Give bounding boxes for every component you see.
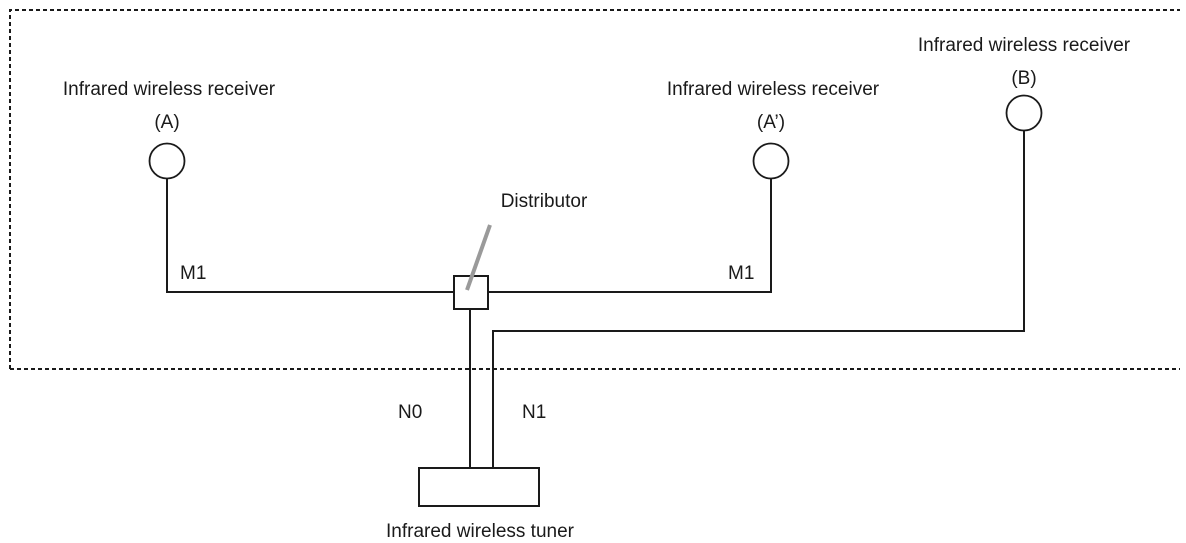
receiver-b-icon — [1005, 94, 1043, 132]
cable-m1-left — [166, 179, 454, 293]
cable-m1-right-label: M1 — [728, 263, 754, 284]
tuner-box — [418, 467, 540, 507]
receiver-a-prime-icon — [752, 142, 790, 180]
cable-n0-label: N0 — [398, 402, 422, 423]
receiver-b-title: Infrared wireless receiver — [918, 35, 1131, 56]
cable-n1-label: N1 — [522, 402, 546, 423]
receiver-a-prime-tag: (A’) — [757, 112, 785, 133]
cable-n1 — [492, 131, 1025, 468]
cable-m1-right — [488, 179, 772, 293]
receiver-a-title: Infrared wireless receiver — [63, 79, 276, 100]
room-boundary — [9, 9, 1180, 370]
receiver-a-icon — [148, 142, 186, 180]
tuner-label: Infrared wireless tuner — [386, 521, 575, 542]
distributor-label: Distributor — [501, 191, 588, 212]
receiver-a-tag: (A) — [154, 112, 179, 133]
cable-m1-left-label: M1 — [180, 263, 206, 284]
receiver-b-tag: (B) — [1011, 68, 1036, 89]
receiver-a-prime-title: Infrared wireless receiver — [667, 79, 880, 100]
distributor-pointer — [465, 224, 492, 291]
